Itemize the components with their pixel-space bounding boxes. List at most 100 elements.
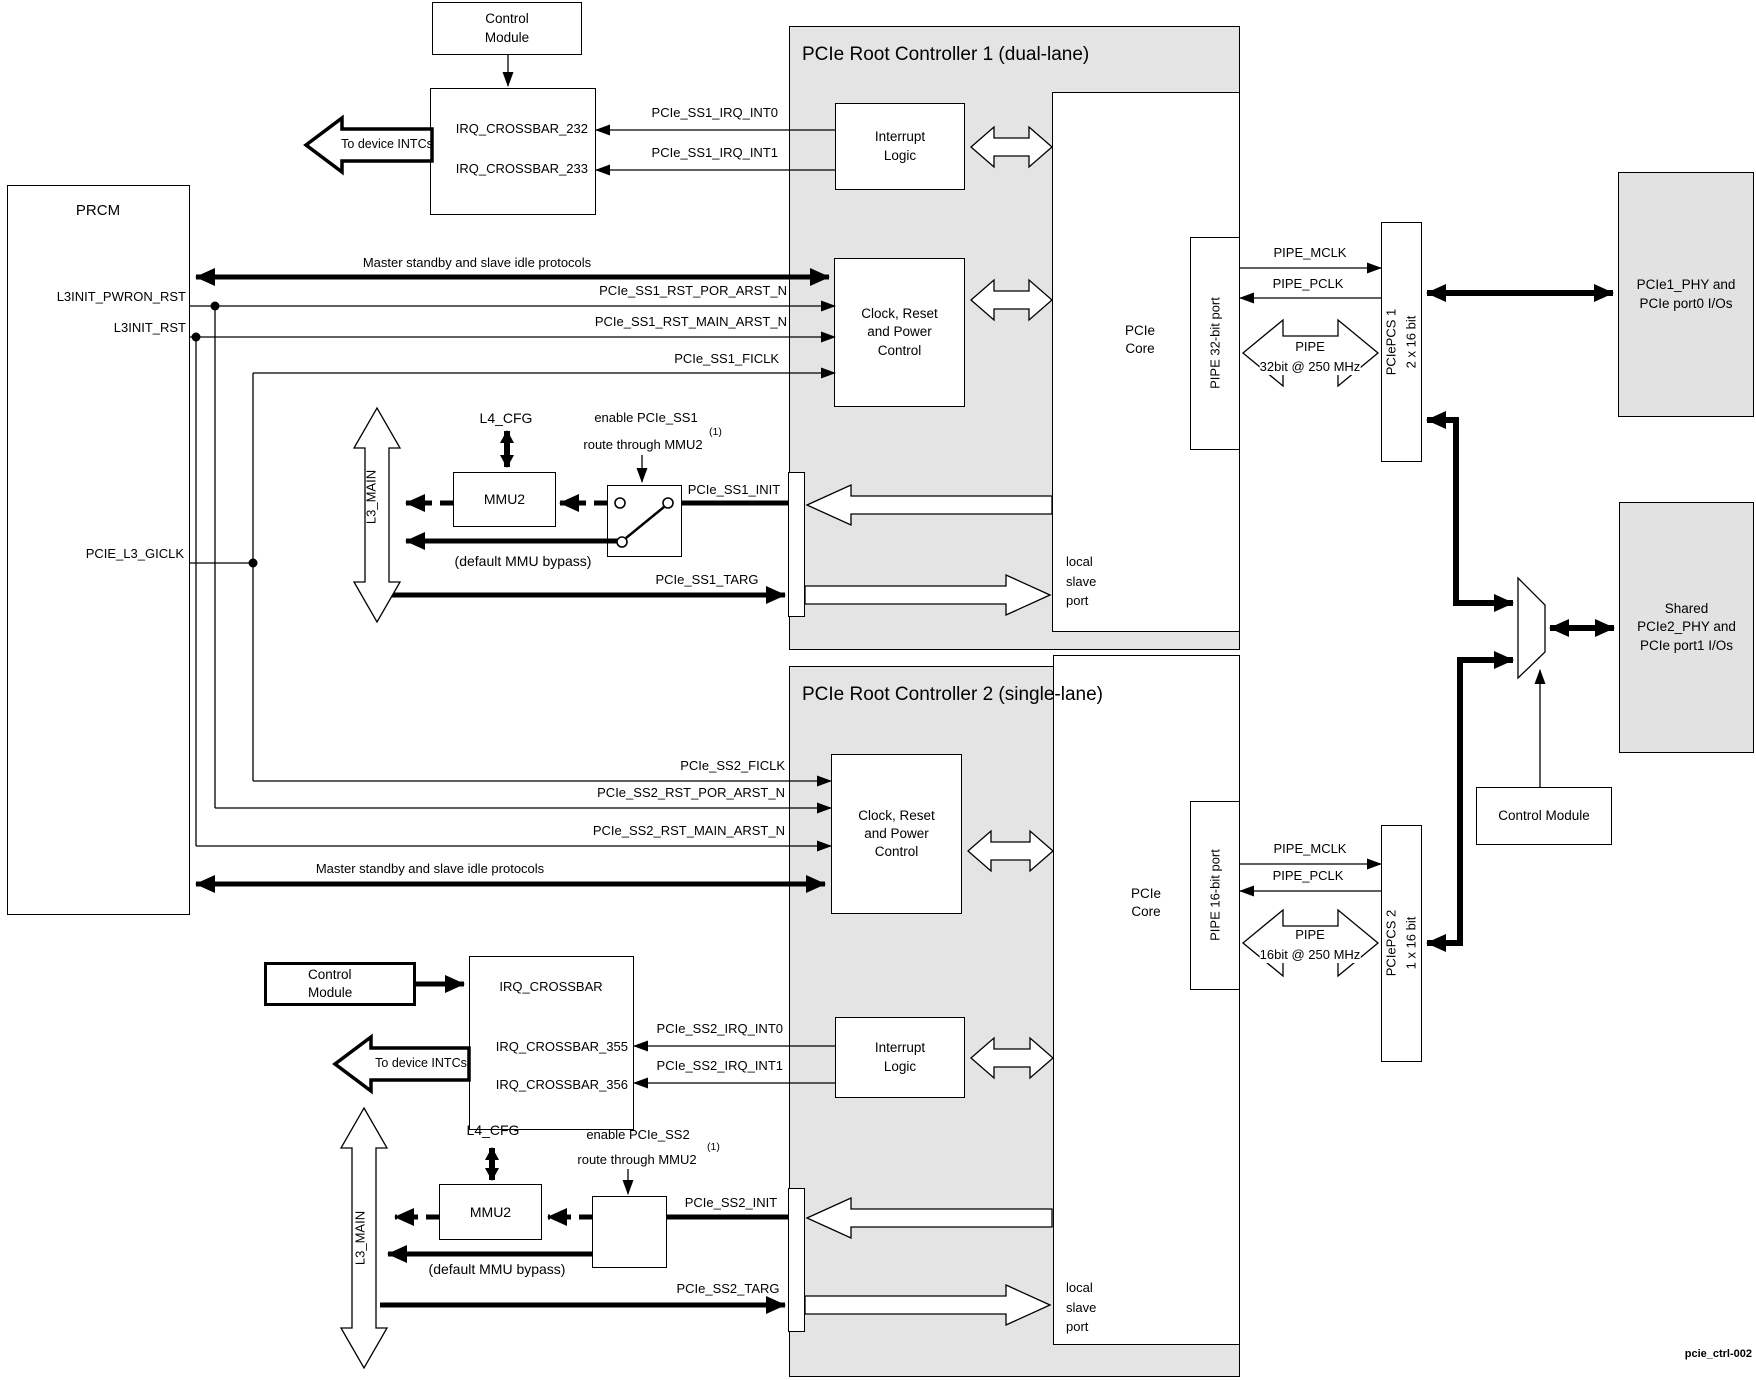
route2-label: route through MMU2 (577, 1152, 697, 1167)
switch1-contact-a (614, 497, 626, 509)
l3-main1-label: L3_MAIN (363, 469, 379, 525)
pciepcs2-width: 1 x 16 bit (1403, 916, 1418, 970)
controller2-title: PCIe Root Controller 2 (single-lane) (802, 684, 1103, 705)
rst-main1-label: PCIe_SS1_RST_MAIN_ARST_N (594, 314, 787, 329)
footnote1-label: (1) (709, 426, 722, 438)
mmu2-box-2 (439, 1184, 542, 1240)
pipe-bus2-dblarrow (1241, 908, 1380, 978)
phy-mux (1517, 576, 1546, 680)
targ2-label: PCIe_SS2_TARG (676, 1281, 780, 1296)
master-standby2-label: Master standby and slave idle protocols (315, 861, 545, 876)
shared-pcie2-phy-box (1619, 502, 1754, 753)
pipe-pclk2-label: PIPE_PCLK (1272, 868, 1344, 883)
switch1-contact-b (662, 497, 674, 509)
irq-int0-2-label: PCIe_SS2_IRQ_INT0 (656, 1021, 783, 1036)
irq-crossbar-233-label: IRQ_CROSSBAR_233 (455, 161, 588, 176)
pipe-16bit-port-label: PIPE 16-bit port (1207, 849, 1223, 941)
targ1-hollow-arrow (804, 573, 1052, 617)
pipe-mclk1-label: PIPE_MCLK (1273, 245, 1347, 260)
pcie1-phy-box (1618, 172, 1754, 417)
figure-id-label: pcie_ctrl-002 (1684, 1348, 1752, 1360)
mux-pcs2-bus (1426, 651, 1514, 952)
local-slave-port2-label: local slave port (1066, 1280, 1097, 1334)
l3-main2-dblarrow (339, 1106, 389, 1370)
pciepcs1-box (1381, 222, 1422, 462)
init1-hollow-arrow (805, 483, 1053, 527)
irq-crossbar-232-label: IRQ_CROSSBAR_232 (455, 121, 588, 136)
l3-main1-dblarrow (352, 406, 402, 624)
enable2-label: enable PCIe_SS2 (586, 1127, 690, 1142)
targ1-label: PCIe_SS1_TARG (655, 572, 759, 587)
footnote2-label: (1) (707, 1141, 720, 1153)
pcie1-phy-label: PCIe1_PHY and PCIe port0 I/Os (1636, 277, 1736, 311)
targ2-hollow-arrow (804, 1283, 1052, 1327)
interrupt-logic1-box (835, 103, 965, 190)
pcie-core2-box (1053, 655, 1240, 1345)
init2-hollow-arrow (805, 1196, 1053, 1240)
pipe-bus2-label: PIPE (1295, 927, 1325, 942)
to-device-intcs1-arrow (303, 114, 434, 176)
irq-crossbar-356-label: IRQ_CROSSBAR_356 (495, 1077, 628, 1092)
rst-por2-label: PCIe_SS2_RST_POR_ARST_N (597, 785, 785, 800)
pcs1-mux-bus (1426, 411, 1514, 612)
pcie-l3-giclk-label: PCIE_L3_GICLK (85, 546, 184, 561)
l4-cfg1-label: L4_CFG (479, 410, 533, 426)
pciepcs1-name: PCIePCS 1 (1383, 308, 1399, 376)
pipe-16bit-port-box (1190, 801, 1240, 990)
pcie-core1-label: PCIe Core (1124, 322, 1155, 356)
pipe-32bit-port-label: PIPE 32-bit port (1207, 297, 1223, 389)
pciepcs2-box (1381, 825, 1422, 1062)
prcm-box (7, 185, 190, 915)
slave-edge-port1-box (788, 472, 805, 617)
clock-reset-power2-label: Clock, Reset and Power Control (858, 807, 935, 860)
il1-core1-dblarrow (970, 125, 1053, 169)
clock-reset-power1-label: Clock, Reset and Power Control (861, 306, 938, 358)
crpc1-core1-dblarrow (970, 278, 1053, 322)
mmu2-1-label: MMU2 (483, 491, 526, 508)
enable1-label: enable PCIe_SS1 (594, 410, 698, 425)
shared-phy-label: Shared PCIe2_PHY and PCIe port1 I/Os (1637, 601, 1736, 653)
junction-dot-rst (191, 332, 201, 342)
control-module-bottom-label: Control Module (308, 966, 353, 1000)
l3init-pwron-rst-label: L3INIT_PWRON_RST (56, 289, 186, 304)
controller1-title: PCIe Root Controller 1 (dual-lane) (802, 44, 1090, 65)
irq-int0-1-label: PCIe_SS1_IRQ_INT0 (651, 105, 778, 120)
interrupt-logic2-box (835, 1017, 965, 1098)
pciepcs2-label: PCIePCS 2 1 x 16 bit (1382, 910, 1421, 976)
control-module-right-label: Control Module (1498, 807, 1590, 823)
irq-int1-1-label: PCIe_SS1_IRQ_INT1 (651, 145, 778, 160)
mmu-bypass1-label: (default MMU bypass) (454, 553, 592, 569)
interrupt-logic2-label: Interrupt Logic (874, 1040, 926, 1074)
pcie-core2-label: PCIe Core (1130, 885, 1161, 919)
route1-label: route through MMU2 (583, 437, 703, 452)
pciepcs1-width: 2 x 16 bit (1403, 315, 1418, 369)
rst-por1-label: PCIe_SS1_RST_POR_ARST_N (599, 283, 787, 298)
ficlk1-label: PCIe_SS1_FICLK (674, 351, 779, 366)
switch1-lever (625, 506, 665, 539)
control-module-bottom-box (264, 962, 416, 1006)
pipe-32bit-port-box (1190, 237, 1240, 450)
mmu-switch2-box (592, 1196, 667, 1268)
junction-dot-pwron (210, 301, 220, 311)
to-device-intcs2-arrow (332, 1033, 471, 1095)
l3init-rst-label: L3INIT_RST (113, 320, 186, 335)
init1-label: PCIe_SS1_INIT (687, 482, 781, 497)
il2-core2-dblarrow (970, 1036, 1054, 1080)
mmu2-box-1 (453, 472, 556, 527)
control-module-top-label: Control Module (484, 11, 530, 45)
slave-edge-port2-box (788, 1188, 805, 1332)
junction-dot-giclk (248, 558, 258, 568)
irq-crossbar2-title: IRQ_CROSSBAR (499, 979, 603, 994)
local-slave-port1-label: local slave port (1066, 554, 1097, 608)
to-device-intcs2-label: To device INTCs (375, 1056, 467, 1070)
control-module-top-box (432, 2, 582, 55)
clock-reset-power2-box (831, 754, 962, 914)
master-standby1-label: Master standby and slave idle protocols (362, 255, 592, 270)
irq-crossbar1-box (430, 88, 596, 215)
mmu2-2-label: MMU2 (469, 1203, 512, 1220)
ficlk2-label: PCIe_SS2_FICLK (680, 758, 785, 773)
prcm-title: PRCM (75, 202, 121, 219)
rst-main2-label: PCIe_SS2_RST_MAIN_ARST_N (592, 823, 785, 838)
